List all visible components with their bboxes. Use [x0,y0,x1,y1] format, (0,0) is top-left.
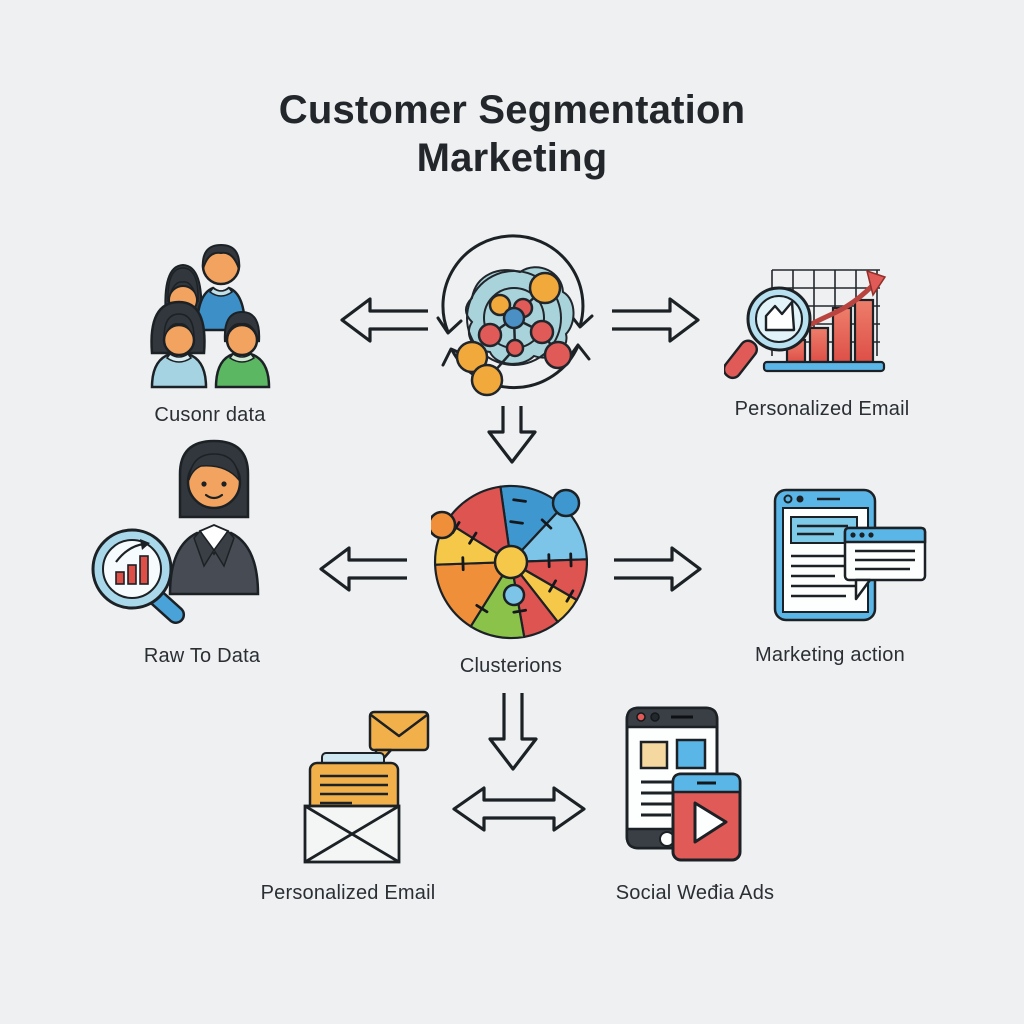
arrow-down-bottom [488,693,538,771]
arrow-right-top [612,297,700,343]
envelope-letter-icon [303,710,430,864]
node-label-marketing-action: Marketing action [755,644,905,666]
node-label-social-media-ads: Social Weđia Ads [615,882,775,904]
node-label-personalized-email: Personalized Email [260,882,436,904]
page-title: Customer Segmentation Marketing [278,88,746,180]
pie-chart-icon [431,484,589,640]
node-label-raw-data: Raw To Data [143,645,261,667]
chart-magnifier-icon [724,269,887,380]
people-group-icon [150,243,271,389]
node-label-analysis-results: Personalized Email [734,398,910,420]
cluster-network-icon [436,234,594,397]
analyst-magnifier-icon [91,439,260,624]
node-label-clusters: Clusterions [459,655,563,677]
node-label-customer-data: Cusonr data [154,404,266,426]
arrow-left-top [340,297,428,343]
arrow-down-top [487,406,537,464]
phone-video-ad-icon [625,706,742,862]
arrow-right-mid [614,546,702,592]
arrow-double-bottom [452,786,586,832]
browser-chat-icon [773,488,927,622]
arrow-left-mid [319,546,407,592]
